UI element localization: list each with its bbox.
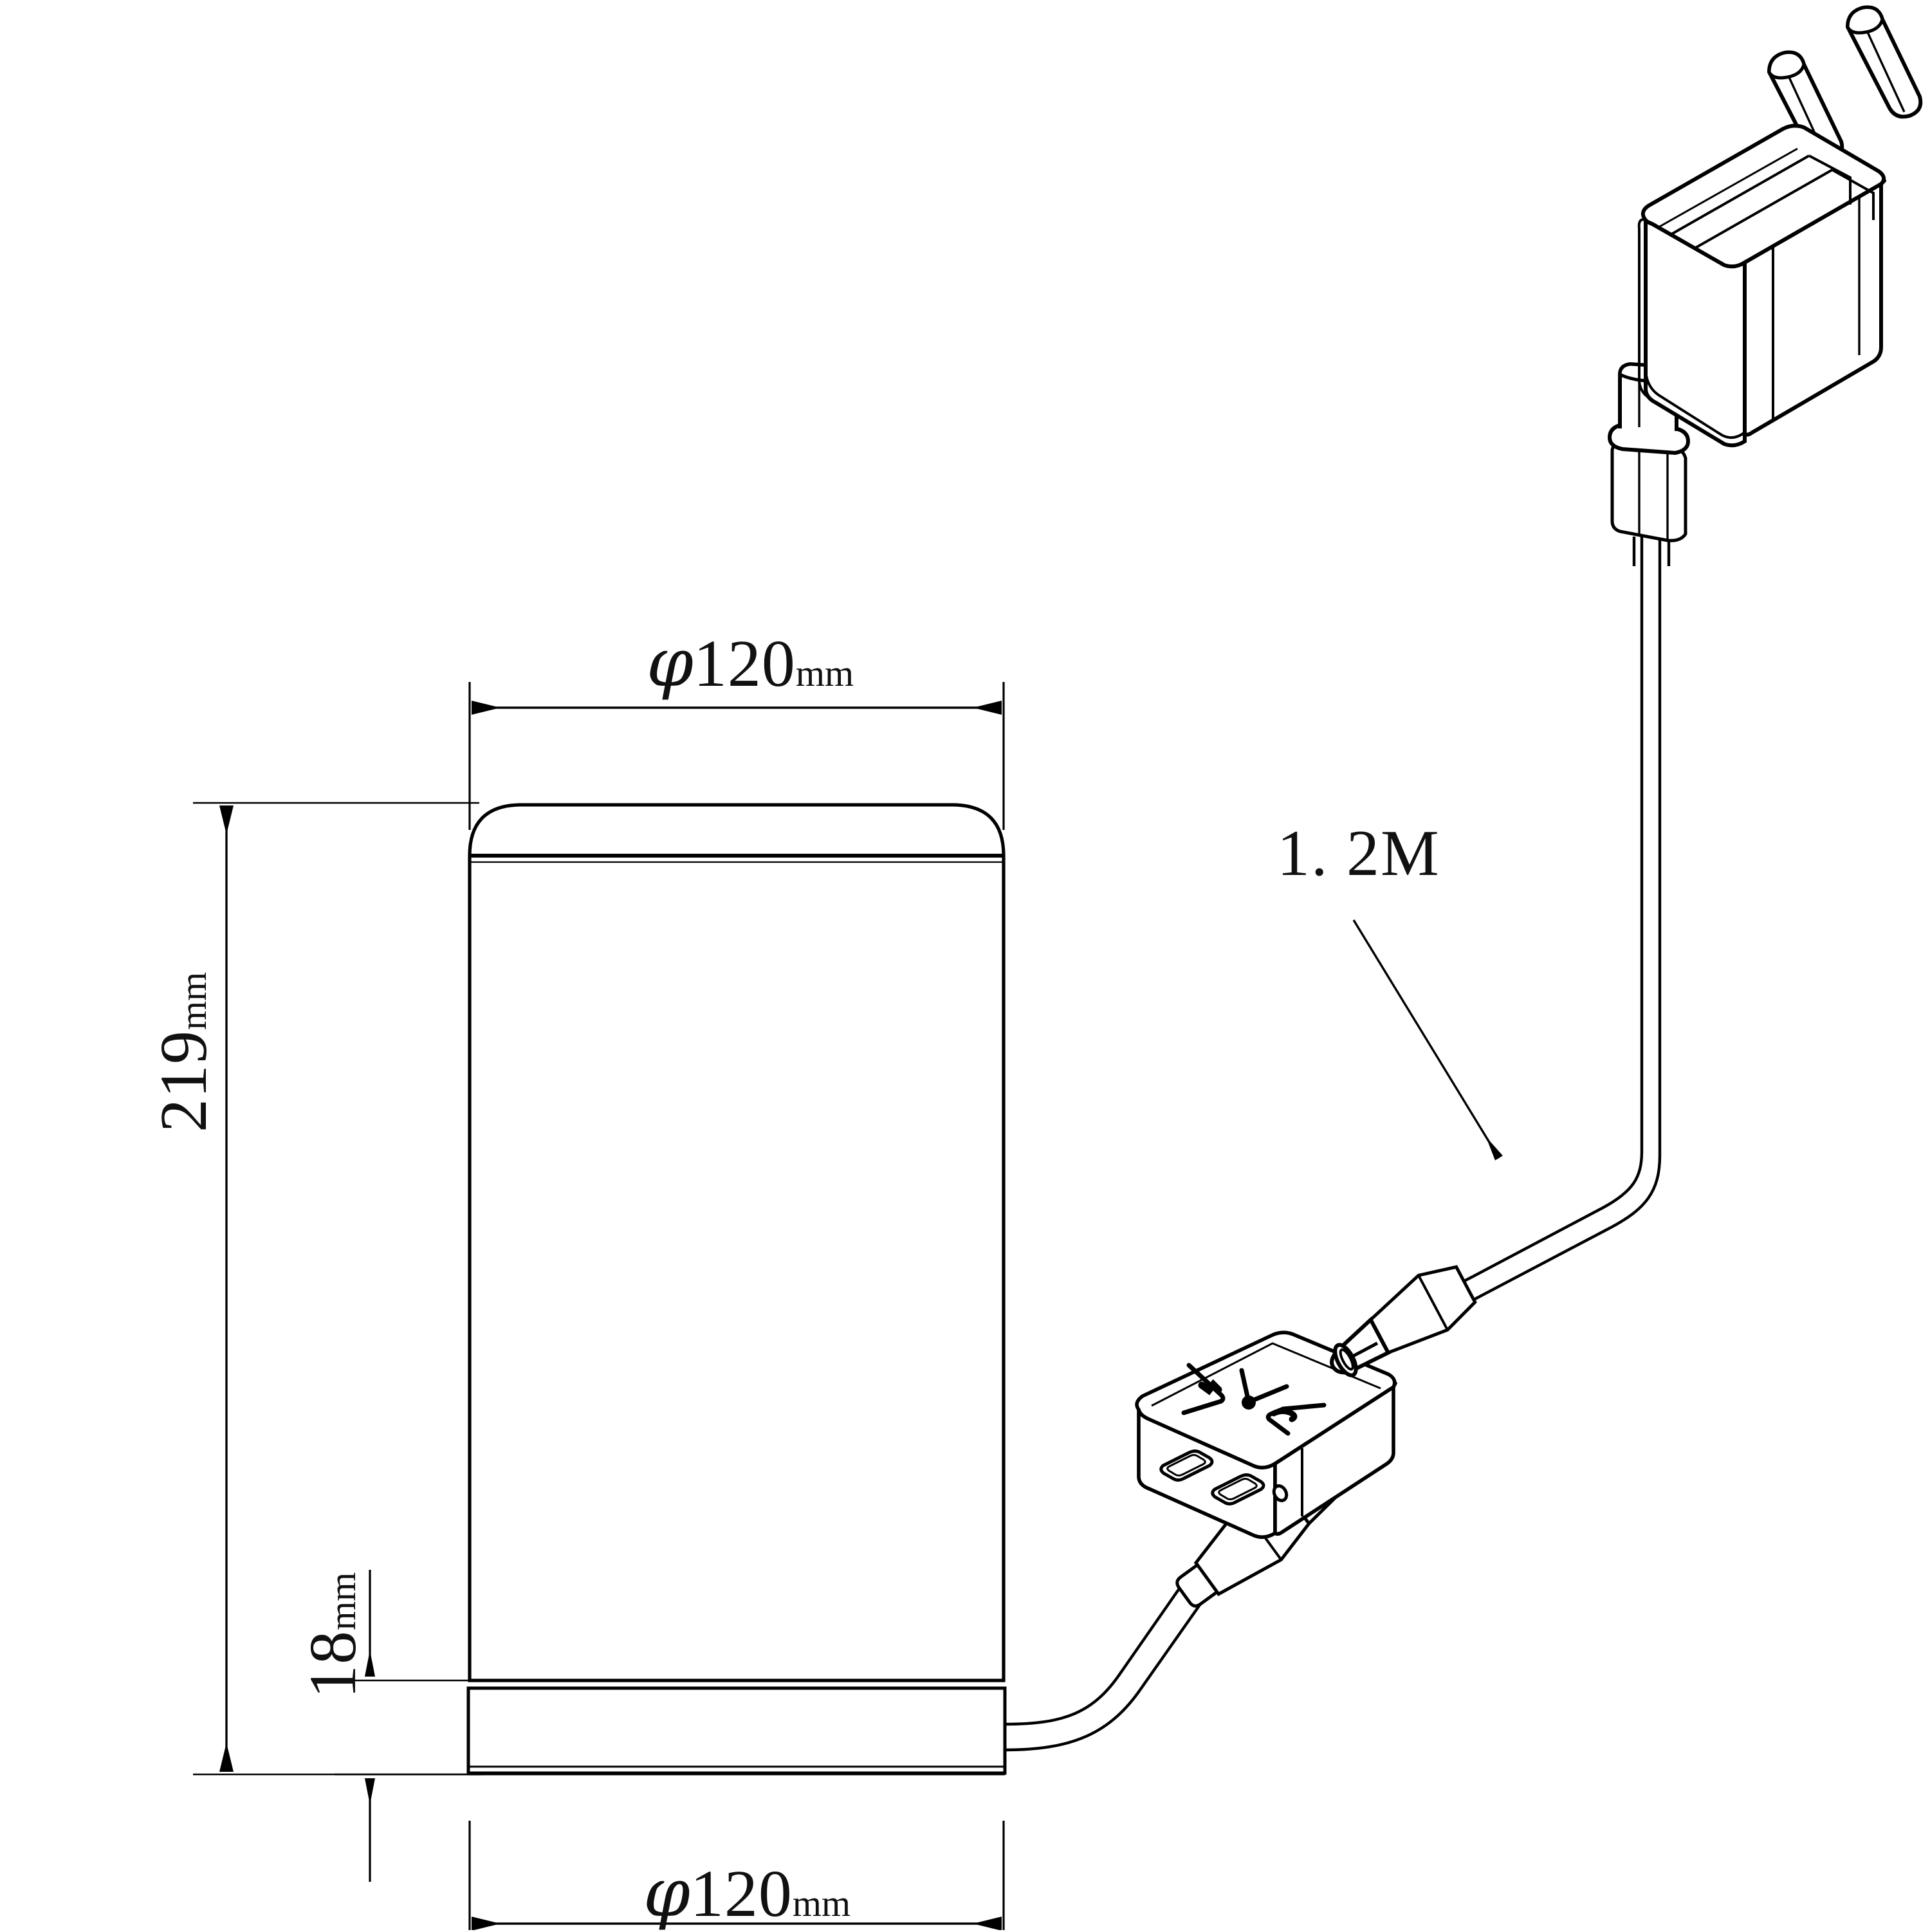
hub-top-markings (1181, 1363, 1327, 1436)
adapter-cable-edge-upper (1379, 528, 1644, 1327)
dimension-label-base-band: 18mm (296, 1572, 370, 1698)
base-band-value: 18 (296, 1630, 370, 1698)
adapter-pin-right-edge (1866, 30, 1906, 113)
marking-right-line (1280, 1403, 1327, 1412)
adapter-top-strap-2 (1694, 169, 1833, 250)
diameter-value-bottom: 120 (690, 1857, 793, 1931)
height-value: 219 (147, 1030, 221, 1132)
adapter-pin-right-cap (1846, 5, 1884, 35)
adapter-top-strap-3 (1659, 147, 1798, 228)
dimension-label-top-diameter: φ120mm (647, 629, 854, 697)
adapter-plug-cable-stub (1632, 537, 1671, 566)
device-cable-edge-inner (1004, 1592, 1209, 1752)
device-cable-edge-outer (1004, 1576, 1188, 1726)
device-body-outline (468, 803, 1006, 1682)
dimension-label-bottom-diameter: φ120mm (643, 1859, 850, 1927)
cylindrical-device (466, 803, 1007, 1776)
adapter-cable-edge-lower (1387, 528, 1662, 1346)
adapter-plug-usb-c (1607, 362, 1691, 566)
dimension-lines (193, 682, 1503, 1930)
adapter-left-edge (1637, 218, 1648, 398)
base-band-unit: mm (322, 1572, 363, 1630)
marking-left-glyph (1198, 1379, 1222, 1395)
diameter-value-top: 120 (693, 627, 796, 701)
adapter-front-bottom-curve (1644, 367, 1746, 439)
base-corner-left (466, 1766, 472, 1775)
height-unit: mm (172, 971, 214, 1030)
adapter-right-face (1743, 179, 1886, 437)
diameter-unit-top: mm (795, 652, 854, 694)
adapter-plug-collar (1607, 422, 1691, 455)
usb-c-port-2 (1211, 1473, 1265, 1505)
device-usb-c-cable (1004, 1576, 1209, 1752)
marking-center-dot (1242, 1395, 1256, 1410)
diameter-symbol-bottom: φ (643, 1854, 690, 1932)
hub-end-usb-c-plug (1330, 1265, 1477, 1377)
adapter-strap-right (1808, 154, 1852, 205)
hub-plug-tip-slot (1349, 1341, 1379, 1359)
marking-center-arm (1248, 1384, 1289, 1404)
marking-right-tail (1271, 1408, 1298, 1422)
diameter-unit-bottom: mm (792, 1882, 851, 1924)
marking-right-c (1265, 1407, 1291, 1436)
hub-plug-tip-inner (1339, 1348, 1354, 1371)
adapter-usb-c-cable (1379, 528, 1662, 1346)
marking-left-chevron (1181, 1363, 1226, 1415)
hub-plug-top-fold (1370, 1274, 1420, 1321)
dimension-label-cable-length: 1. 2M (1277, 817, 1440, 890)
usb-c-power-hub (1135, 1330, 1397, 1540)
device-base-band (466, 1686, 1007, 1775)
diameter-symbol-top: φ (647, 623, 694, 702)
hub-plug-edge (1417, 1274, 1449, 1331)
leader-line-cable-length (1352, 919, 1503, 1161)
usb-c-port-1 (1159, 1449, 1214, 1482)
adapter-pin-left-cap (1767, 50, 1806, 80)
dimension-label-height: 219mm (147, 971, 221, 1132)
base-corner-right (1002, 1766, 1007, 1775)
adapter-plug-barrel (1610, 439, 1687, 542)
marking-center-v (1239, 1368, 1251, 1402)
status-led-icon (1272, 1484, 1289, 1502)
adapter-top-strap-1 (1671, 154, 1810, 235)
adapter-strap-right-2 (1832, 169, 1875, 220)
hub-right-face (1273, 1381, 1397, 1536)
eu-wall-power-adapter (1637, 5, 1923, 448)
adapter-front-face (1644, 219, 1747, 448)
